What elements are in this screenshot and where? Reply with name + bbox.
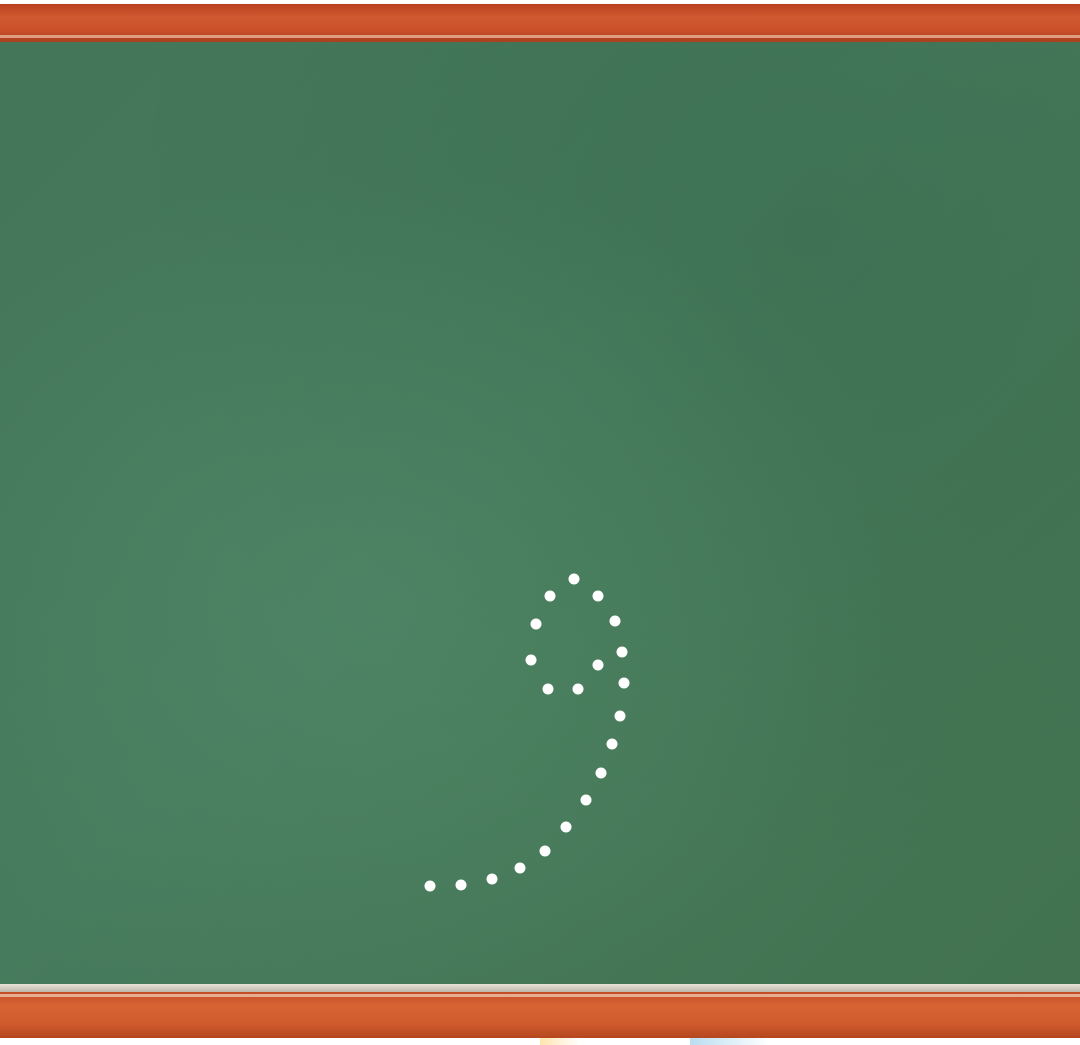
chalkboard-surface xyxy=(0,42,1080,984)
tracing-dot xyxy=(486,873,498,885)
chalkboard-frame-top xyxy=(0,4,1080,42)
tracing-dot xyxy=(525,654,537,666)
tracing-dot xyxy=(614,710,626,722)
tracing-dot xyxy=(618,677,630,689)
tracing-dot xyxy=(542,683,554,695)
tracing-dot xyxy=(616,646,628,658)
tracing-dot xyxy=(572,683,584,695)
tracing-dot xyxy=(592,590,604,602)
bottom-strip xyxy=(0,1038,1080,1045)
tracing-dot xyxy=(568,573,580,585)
tracing-dot xyxy=(595,767,607,779)
tracing-dot xyxy=(455,879,467,891)
tracing-dot xyxy=(606,738,618,750)
tracing-dot xyxy=(424,880,436,892)
chalk-tray-edge xyxy=(0,984,1080,992)
chalkboard-frame-bottom xyxy=(0,992,1080,1038)
tracing-dot xyxy=(514,862,526,874)
tracing-dot xyxy=(580,794,592,806)
tracing-dot xyxy=(560,821,572,833)
bottom-strip-tint xyxy=(540,1038,580,1045)
tracing-dot xyxy=(539,845,551,857)
tracing-dot xyxy=(609,615,621,627)
tracing-dot xyxy=(530,618,542,630)
tracing-dot xyxy=(592,659,604,671)
bottom-strip-tint xyxy=(690,1038,770,1045)
tracing-dot xyxy=(544,590,556,602)
